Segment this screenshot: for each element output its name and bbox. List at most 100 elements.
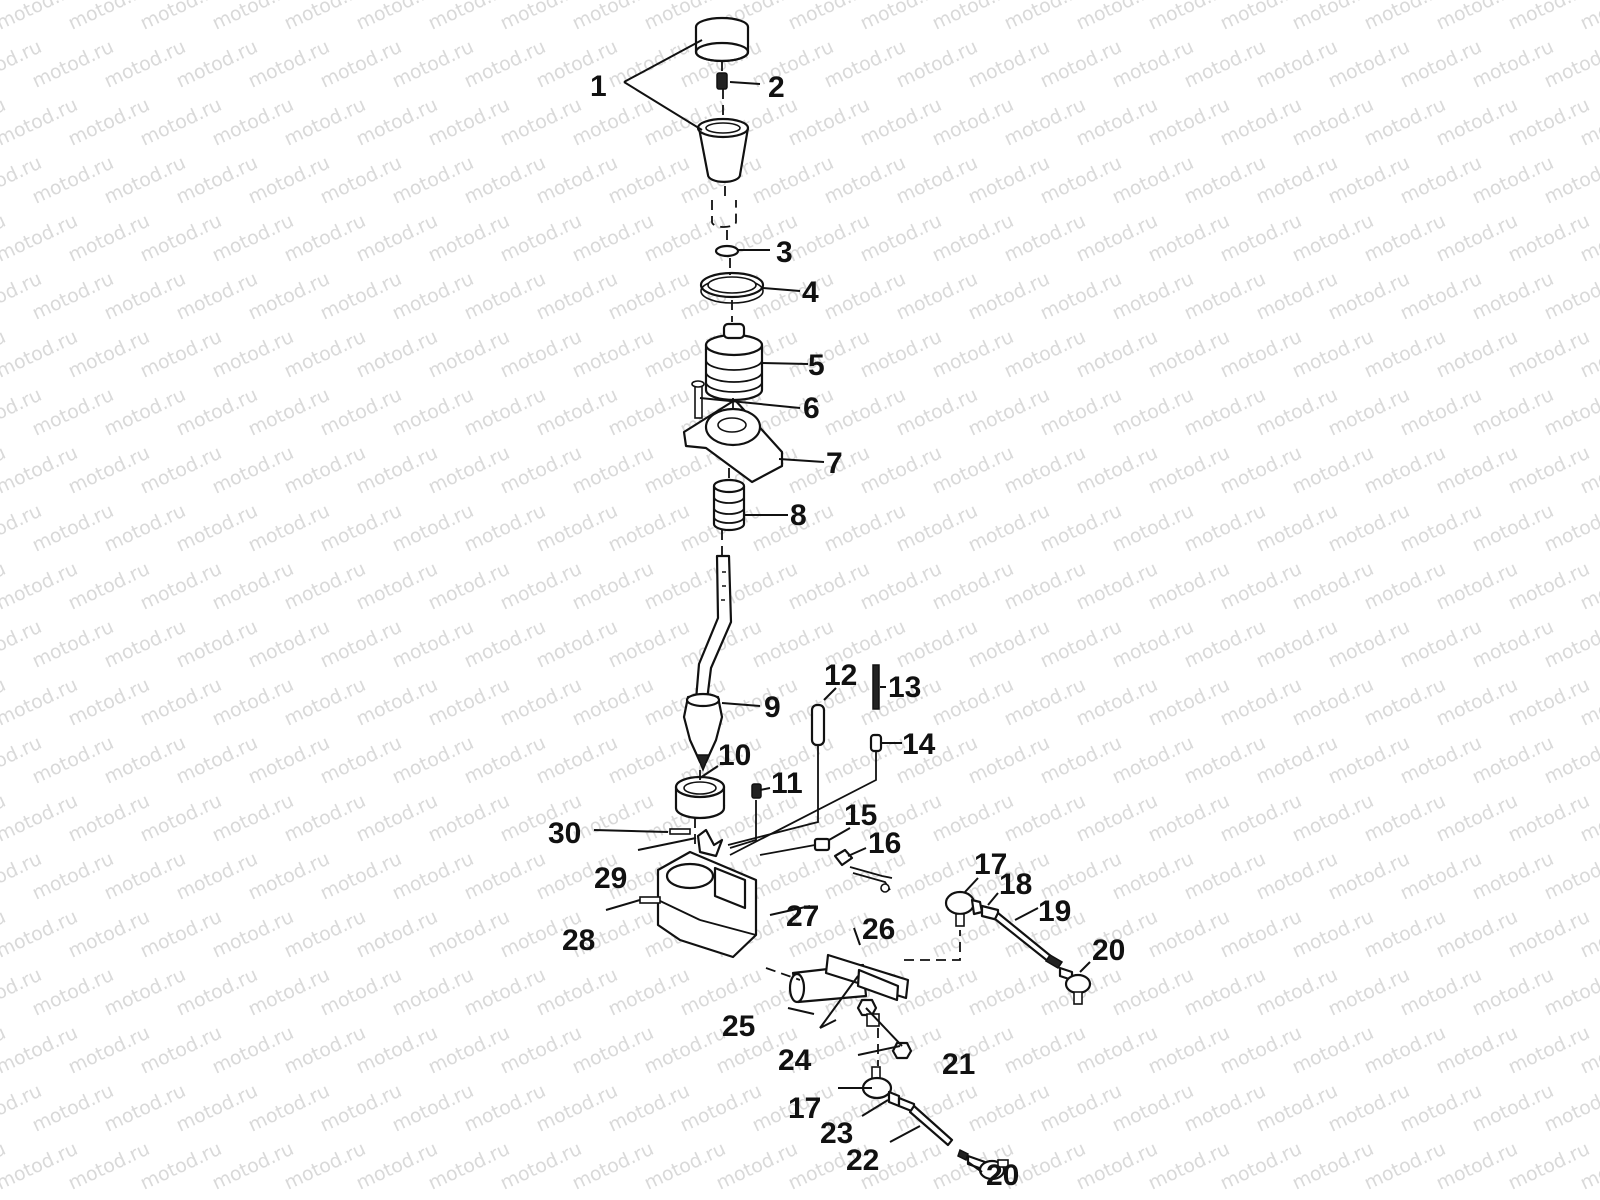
knob-cap <box>694 16 750 63</box>
watermark-text: motod.ru <box>1469 500 1557 557</box>
watermark-text: motod.ru <box>65 674 153 731</box>
watermark-text: motod.ru <box>785 558 873 615</box>
watermark-text: motod.ru <box>1037 616 1125 673</box>
watermark-text: motod.ru <box>1001 674 1089 731</box>
watermark-text: motod.ru <box>1181 36 1269 93</box>
watermark-text: motod.ru <box>281 558 369 615</box>
watermark-text: motod.ru <box>1505 1022 1593 1079</box>
watermark-text: motod.ru <box>0 558 81 615</box>
watermark-text: motod.ru <box>353 1138 441 1195</box>
watermark-text: motod.ru <box>1073 1022 1161 1079</box>
watermark-text: motod.ru <box>173 500 261 557</box>
watermark-text: motod.ru <box>245 152 333 209</box>
watermark-text: motod.ru <box>65 1022 153 1079</box>
watermark-text: motod.ru <box>1037 732 1125 789</box>
watermark-text: motod.ru <box>1541 1196 1600 1200</box>
watermark-text: motod.ru <box>713 674 801 731</box>
watermark-text: motod.ru <box>533 268 621 325</box>
callout-25: 25 <box>722 1010 755 1043</box>
watermark-text: motod.ru <box>1325 36 1413 93</box>
watermark-text: motod.ru <box>1397 616 1485 673</box>
watermark-text: motod.ru <box>1577 0 1600 35</box>
shift-boot <box>704 322 764 402</box>
watermark-text: motod.ru <box>1145 1022 1233 1079</box>
watermark-text: motod.ru <box>1325 848 1413 905</box>
watermark-text: motod.ru <box>1073 1138 1161 1195</box>
watermark-text: motod.ru <box>965 964 1053 1021</box>
watermark-text: motod.ru <box>893 616 981 673</box>
watermark-text: motod.ru <box>1433 94 1521 151</box>
watermark-text: motod.ru <box>1505 326 1593 383</box>
watermark-text: motod.ru <box>1505 674 1593 731</box>
watermark-text: motod.ru <box>461 616 549 673</box>
watermark-text: motod.ru <box>1253 616 1341 673</box>
watermark-text: motod.ru <box>389 964 477 1021</box>
callout-8: 8 <box>790 499 807 532</box>
watermark-text: motod.ru <box>1253 36 1341 93</box>
watermark-text: motod.ru <box>1109 964 1197 1021</box>
watermark-text: motod.ru <box>137 1138 225 1195</box>
watermark-text: motod.ru <box>1037 500 1125 557</box>
watermark-text: motod.ru <box>137 442 225 499</box>
watermark-text: motod.ru <box>1361 906 1449 963</box>
dashed-insert <box>711 200 737 228</box>
watermark-text: motod.ru <box>1217 674 1305 731</box>
watermark-text: motod.ru <box>1145 326 1233 383</box>
lever-housing <box>682 398 784 484</box>
watermark-text: motod.ru <box>857 442 945 499</box>
watermark-text: motod.ru <box>1109 500 1197 557</box>
watermark-text: motod.ru <box>1433 906 1521 963</box>
pin-28 <box>639 896 661 904</box>
watermark-text: motod.ru <box>1289 558 1377 615</box>
watermark-text: motod.ru <box>137 210 225 267</box>
callout-28: 28 <box>562 924 595 957</box>
watermark-text: motod.ru <box>425 1022 513 1079</box>
watermark-text: motod.ru <box>0 1196 45 1200</box>
watermark-text: motod.ru <box>893 268 981 325</box>
watermark-text: motod.ru <box>353 442 441 499</box>
watermark-text: motod.ru <box>461 384 549 441</box>
callout-13: 13 <box>888 671 921 704</box>
watermark-text: motod.ru <box>1469 848 1557 905</box>
callout-12: 12 <box>824 659 857 692</box>
knob-sleeve <box>696 117 750 183</box>
watermark-text: motod.ru <box>1145 442 1233 499</box>
watermark-text: motod.ru <box>1469 152 1557 209</box>
watermark-text: motod.ru <box>929 790 1017 847</box>
watermark-text: motod.ru <box>1433 790 1521 847</box>
callout-2: 2 <box>768 71 785 104</box>
watermark-text: motod.ru <box>461 152 549 209</box>
watermark-text: motod.ru <box>497 1022 585 1079</box>
watermark-text: motod.ru <box>1433 210 1521 267</box>
callout-29: 29 <box>594 862 627 895</box>
watermark-text: motod.ru <box>1037 1196 1125 1200</box>
watermark-text: motod.ru <box>1181 964 1269 1021</box>
watermark-text: motod.ru <box>281 1138 369 1195</box>
watermark-text: motod.ru <box>605 268 693 325</box>
watermark-text: motod.ru <box>137 558 225 615</box>
watermark-text: motod.ru <box>857 326 945 383</box>
watermark-text: motod.ru <box>893 500 981 557</box>
watermark-text: motod.ru <box>533 732 621 789</box>
callout-16: 16 <box>868 827 901 860</box>
watermark-text: motod.ru <box>1217 906 1305 963</box>
watermark-text: motod.ru <box>1181 848 1269 905</box>
clip-15 <box>813 837 831 852</box>
watermark-text: motod.ru <box>1109 616 1197 673</box>
watermark-text: motod.ru <box>461 268 549 325</box>
watermark-text: motod.ru <box>1289 1138 1377 1195</box>
watermark-text: motod.ru <box>461 36 549 93</box>
rod-end-upper <box>1058 966 1092 1005</box>
watermark-text: motod.ru <box>353 674 441 731</box>
watermark-text: motod.ru <box>1469 1196 1557 1200</box>
watermark-text: motod.ru <box>101 268 189 325</box>
watermark-text: motod.ru <box>1001 790 1089 847</box>
watermark-text: motod.ru <box>137 906 225 963</box>
watermark-text: motod.ru <box>1145 94 1233 151</box>
watermark-text: motod.ru <box>281 674 369 731</box>
watermark-text: motod.ru <box>1145 674 1233 731</box>
watermark-text: motod.ru <box>929 558 1017 615</box>
watermark-text: motod.ru <box>497 94 585 151</box>
